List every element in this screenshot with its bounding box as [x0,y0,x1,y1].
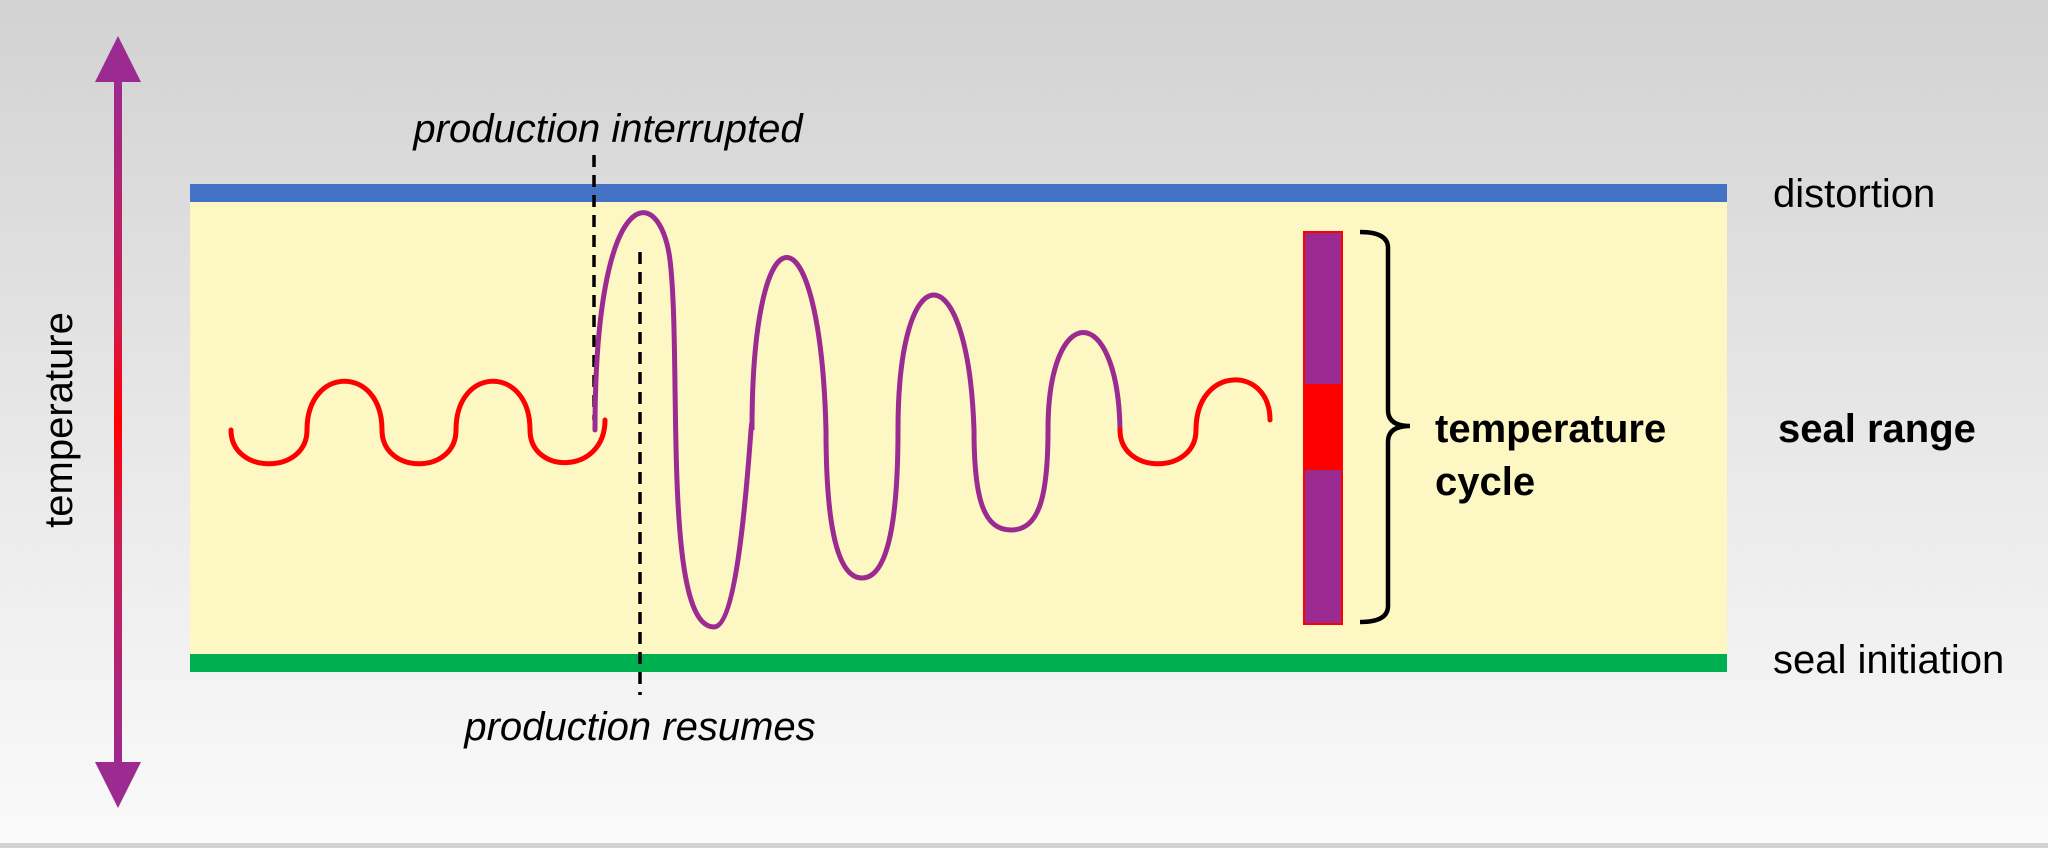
temperature-cycle-label-line1: temperature [1435,407,1666,451]
temperature-axis [95,36,141,808]
temperature-cycle-bracket [1359,229,1411,625]
temperature-cycle-label-line2: cycle [1435,460,1535,504]
axis-arrowhead-down-icon [95,762,141,808]
temperature-cycle-bar [1303,231,1343,625]
seal-range-label: seal range [1778,407,1976,451]
production-resumes-label: production resumes [463,705,815,749]
distortion-limit-line [190,184,1727,202]
seal-initiation-limit-line [190,654,1727,672]
temperature-wave-recovered [1117,377,1273,467]
temperature-wave-excursion [592,210,1123,630]
seal-range-band [190,200,1727,660]
seal-initiation-label: seal initiation [1773,638,2004,682]
distortion-label: distortion [1773,172,1935,216]
temperature-axis-line [114,78,122,768]
temperature-axis-label: temperature [37,312,81,528]
axis-arrowhead-up-icon [95,36,141,82]
production-interrupted-label: production interrupted [412,107,804,151]
temperature-wave-initial [228,378,608,467]
